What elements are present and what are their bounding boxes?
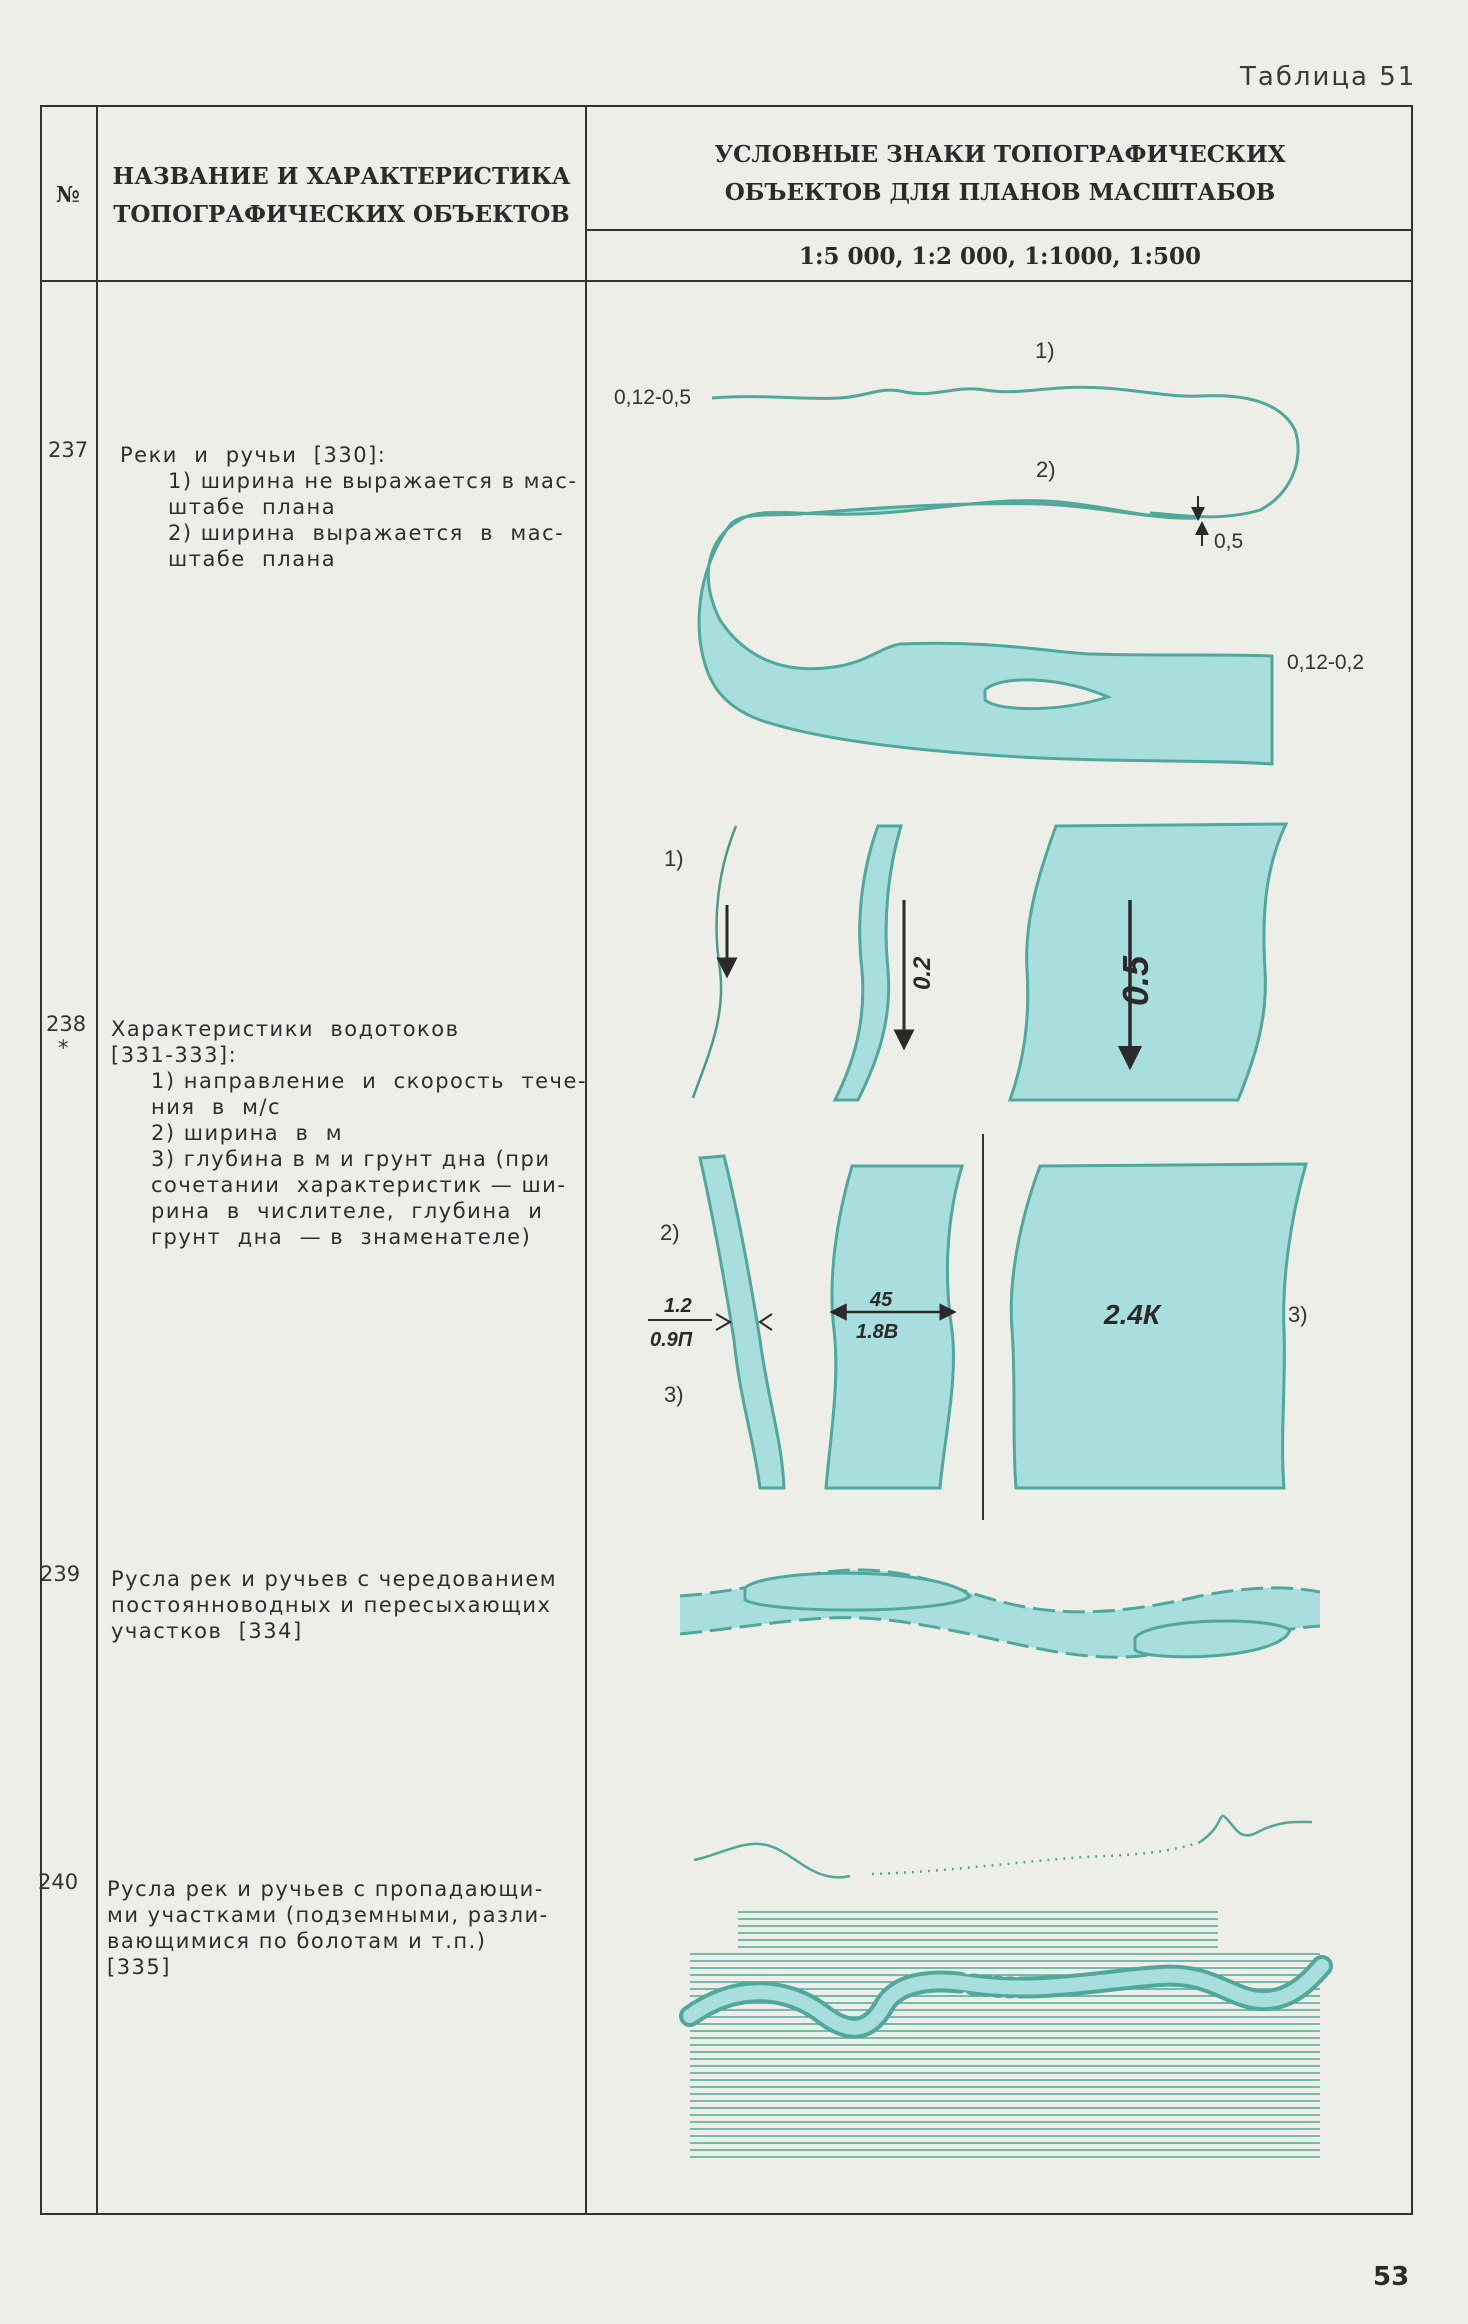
symbol-238-label-3-right: 3): [1288, 1302, 1308, 1327]
symbol-237-bank-width: 0,12-0,2: [1287, 651, 1364, 674]
symbol-237: 1) 0,12-0,5 2) 0,5 0,12-0,2: [614, 338, 1364, 766]
symbol-239: [679, 1568, 1321, 1659]
desc-line: рина в числителе, глубина и: [151, 1199, 544, 1223]
symbol-237-label-1: 1): [1035, 338, 1055, 363]
medium-river: [824, 1164, 965, 1490]
speed-value-b: 0.5: [1115, 955, 1156, 1006]
row-238-marker: *: [58, 1036, 69, 1060]
width-value: 45: [869, 1289, 893, 1311]
symbols-header-line1: УСЛОВНЫЕ ЗНАКИ ТОПОГРАФИЧЕСКИХ: [714, 141, 1286, 168]
width-depth-value: 1.8В: [856, 1321, 898, 1343]
desc-line: ния в м/с: [151, 1095, 282, 1119]
river-wide-area: [697, 499, 1274, 766]
swamp-river-fill: [683, 1959, 1329, 2035]
desc-line: Русла рек и ручьев с пропадающи-: [107, 1877, 544, 1901]
deep-river: [1009, 1162, 1308, 1490]
disappearing-stream-dotted: [871, 1840, 1201, 1876]
col-divider-2: [585, 105, 587, 2215]
symbol-237-gap: 0,5: [1214, 530, 1243, 553]
header-bottom-rule: [40, 280, 1413, 282]
row-238-description: Характеристики водотоков [331-333]: 1) н…: [111, 1016, 587, 1250]
dry-segment: [1133, 1619, 1292, 1659]
name-header-line1: НАЗВАНИЕ И ХАРАКТЕРИСТИКА: [112, 163, 571, 190]
speed-value-a: 0.2: [909, 956, 936, 990]
dry-segment: [743, 1571, 973, 1612]
desc-line: штабе плана: [168, 547, 337, 571]
desc-line: вающимися по болотам и т.п.): [107, 1929, 487, 1953]
row-number-237: 237: [48, 438, 89, 462]
river-thin-line: [711, 385, 1300, 519]
symbols-header-line2: ОБЪЕКТОВ ДЛЯ ПЛАНОВ МАСШТАБОВ: [724, 179, 1276, 206]
scales-rule: [585, 229, 1413, 231]
table-label: Таблица 51: [1240, 62, 1417, 92]
scales-header: 1:5 000, 1:2 000, 1:1000, 1:500: [798, 243, 1202, 270]
desc-line: участков [334]: [111, 1619, 303, 1643]
fraction-bottom: 0.9П: [650, 1329, 693, 1351]
desc-line: Русла рек и ручьев с чередованием: [111, 1567, 558, 1591]
desc-line: 2) ширина выражается в мас-: [168, 521, 565, 545]
desc-line: Реки и ручьи [330]:: [120, 443, 387, 467]
desc-line: ми участками (подземными, разли-: [107, 1903, 549, 1927]
fraction-top: 1.2: [664, 1295, 692, 1317]
depth-value: 2.4К: [1103, 1299, 1162, 1330]
desc-line: сочетании характеристик — ши-: [151, 1173, 567, 1197]
symbol-238-top: 1) 0.2 0.5: [664, 822, 1289, 1102]
width-marker-left: [715, 1313, 733, 1331]
row-237-description: Реки и ручьи [330]: 1) ширина не выражае…: [120, 442, 578, 572]
desc-line: 1) ширина не выражается в мас-: [168, 469, 578, 493]
bend-river-narrow: [698, 1154, 786, 1490]
row-number-240: 240: [38, 1870, 79, 1894]
desc-line: [331-333]:: [111, 1043, 238, 1067]
row-239-description: Русла рек и ручьев с чередованием постоя…: [111, 1566, 576, 1644]
desc-line: грунт дна — в знаменателе): [151, 1225, 532, 1249]
row-240-description: Русла рек и ручьев с пропадающи- ми учас…: [107, 1876, 572, 1980]
disappearing-stream-solid: [693, 1842, 851, 1879]
symbol-238-label-2: 2): [660, 1220, 680, 1245]
page-number: 53: [1373, 2262, 1410, 2292]
table-frame: [40, 105, 1413, 2215]
name-column-header: НАЗВАНИЕ И ХАРАКТЕРИСТИКА ТОПОГРАФИЧЕСКИ…: [98, 158, 585, 234]
stream-line: [691, 825, 738, 1099]
desc-line: [335]: [107, 1955, 171, 1979]
symbol-240: [679, 1814, 1333, 2158]
desc-line: 1) направление и скорость тече-: [151, 1069, 587, 1093]
river-island: [983, 678, 1113, 711]
name-header-line2: ТОПОГРАФИЧЕСКИХ ОБЪЕКТОВ: [113, 201, 570, 228]
number-column-header: №: [56, 182, 80, 208]
symbol-238-bottom: 2) 3) 1.2 0.9П 45 1.8В 2.4К 3): [648, 1134, 1308, 1520]
symbol-238-label-1: 1): [664, 846, 684, 871]
swamp-hatching: [690, 1911, 1320, 2158]
symbol-237-thin-width: 0,12-0,5: [614, 386, 691, 409]
wide-river: [1007, 822, 1289, 1102]
reappearing-stream: [1199, 1814, 1313, 1844]
symbol-237-label-2: 2): [1036, 457, 1056, 482]
symbols-column-header: УСЛОВНЫЕ ЗНАКИ ТОПОГРАФИЧЕСКИХ ОБЪЕКТОВ …: [587, 136, 1413, 212]
row-number-239: 239: [40, 1562, 81, 1586]
col-divider-1: [96, 105, 98, 2215]
width-marker-right: [758, 1313, 773, 1331]
desc-line: 2) ширина в м: [151, 1121, 344, 1145]
desc-line: 3) глубина в м и грунт дна (при: [151, 1147, 551, 1171]
desc-line: постоянноводных и пересыхающих: [111, 1593, 552, 1617]
symbol-238-label-3: 3): [664, 1382, 684, 1407]
row-number-238: 238: [46, 1012, 87, 1036]
desc-line: штабе плана: [168, 495, 337, 519]
narrow-river: [832, 824, 904, 1102]
desc-line: Характеристики водотоков: [111, 1017, 460, 1041]
